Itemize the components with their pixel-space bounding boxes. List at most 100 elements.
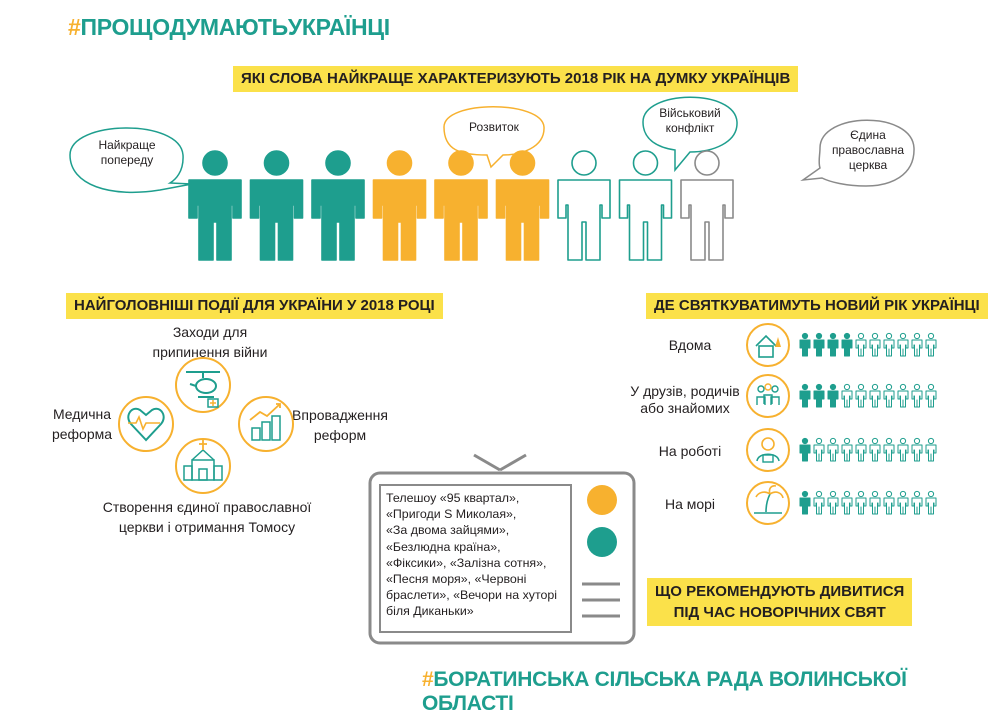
worker-icon: [746, 428, 790, 472]
mini-person-filled: [799, 437, 811, 462]
bubble-conflict: Військовий конфлікт: [650, 106, 730, 136]
event-line: припинення війни: [152, 344, 268, 360]
person-head: [571, 150, 597, 176]
event-medical: Медична реформа: [40, 404, 124, 444]
person-head: [694, 150, 720, 176]
mini-person-outline: [869, 332, 881, 357]
tv-antenna-left: [473, 453, 501, 472]
bubble-development: Розвиток: [452, 120, 536, 135]
tv-shows-list: Телешоу «95 квартал», «Пригоди S Миколая…: [386, 490, 566, 620]
person-head: [325, 150, 351, 176]
person-figure: [495, 150, 550, 261]
hashtag-text: ПРОЩОДУМАЮТЬУКРАЇНЦІ: [80, 14, 391, 40]
mini-person-outline: [827, 437, 839, 462]
mini-person-outline: [855, 332, 867, 357]
bubble-line: церква: [848, 158, 888, 172]
person-body: [434, 179, 488, 261]
mini-person-outline: [911, 490, 923, 515]
church-icon: [175, 438, 231, 494]
bubble-line: Єдина: [850, 128, 886, 142]
person-body: [311, 179, 365, 261]
recommend-title: ЩО РЕКОМЕНДУЮТЬ ДИВИТИСЯ ПІД ЧАС НОВОРІЧ…: [647, 578, 913, 626]
bubble-shape-best-ahead: [69, 127, 193, 194]
place-line: На морі: [664, 496, 716, 512]
person-figure: [618, 150, 673, 261]
event-line: реформ: [313, 427, 367, 443]
person-figure: [557, 150, 611, 261]
mini-person-outline: [841, 437, 853, 462]
mini-person-outline: [855, 437, 867, 462]
house-icon: [746, 323, 790, 367]
mini-person-filled: [827, 332, 839, 357]
person-figure: [434, 150, 488, 261]
mini-person-outline: [813, 437, 825, 462]
event-reforms: Впровадження реформ: [290, 405, 390, 445]
bubble-shape-church: [800, 119, 915, 187]
mini-person-filled: [799, 383, 811, 408]
header-hashtag: #ПРОЩОДУМАЮТЬУКРАЇНЦІ: [68, 14, 390, 41]
hash-symbol: #: [422, 668, 434, 691]
mini-person-outline: [883, 332, 895, 357]
mini-person-outline: [911, 437, 923, 462]
bubble-line: Найкраще: [98, 138, 156, 152]
place-line: У друзів, родичів: [630, 383, 740, 399]
mini-person-filled: [813, 383, 825, 408]
show-line: «Безлюдна країна»,: [386, 539, 501, 554]
tv-antenna-right: [499, 453, 527, 472]
bubble-best-ahead: Найкраще попереду: [82, 138, 172, 168]
show-line: «За двома зайцями»,: [386, 523, 510, 538]
footer-hashtag-text: БОРАТИНСЬКА СІЛЬСЬКА РАДА ВОЛИНСЬКОЇ ОБЛ…: [422, 668, 907, 715]
mini-person-outline: [855, 490, 867, 515]
mini-person-outline: [925, 437, 937, 462]
bubble-line: конфлікт: [665, 121, 715, 135]
person-head: [386, 150, 413, 176]
mini-person-filled: [813, 332, 825, 357]
person-head: [448, 150, 474, 176]
mini-person-outline: [925, 383, 937, 408]
mini-person-outline: [855, 383, 867, 408]
show-line: «Песня моря», «Червоні: [386, 572, 527, 587]
show-line: Телешоу «95 квартал»,: [386, 491, 520, 505]
person-figure: [188, 150, 242, 261]
helicopter-icon: [175, 357, 231, 413]
tv-knob-teal: [587, 527, 617, 557]
place-friends-label: У друзів, родичів або знайомих: [620, 383, 750, 417]
mini-person-outline: [897, 437, 909, 462]
mini-person-outline: [869, 490, 881, 515]
mini-person-outline: [883, 490, 895, 515]
heart-pulse-icon: [118, 396, 174, 452]
person-body: [188, 179, 242, 261]
mini-person-outline: [897, 490, 909, 515]
bubble-line: Військовий: [659, 106, 721, 120]
place-line: На роботі: [658, 443, 722, 459]
person-head: [632, 150, 659, 176]
recommend-line: ЩО РЕКОМЕНДУЮТЬ ДИВИТИСЯ: [655, 583, 905, 600]
footer-hashtag: #БОРАТИНСЬКА СІЛЬСЬКА РАДА ВОЛИНСЬКОЇ ОБ…: [422, 668, 1000, 716]
person-figure: [372, 150, 427, 261]
show-line: «Пригоди S Миколая»,: [386, 507, 517, 522]
tv-knob-orange: [587, 485, 617, 515]
person-body: [618, 179, 673, 261]
person-body: [680, 179, 734, 261]
person-body: [372, 179, 427, 261]
event-line: Заходи для: [172, 324, 248, 340]
mini-person-outline: [869, 383, 881, 408]
event-line: церкви і отримання Томосу: [118, 519, 296, 535]
bubble-line: Розвиток: [469, 120, 519, 134]
bubble-shape-conflict: [642, 96, 738, 173]
show-line: «Фіксики», «Залізна сотня»,: [386, 555, 547, 570]
mini-person-outline: [841, 490, 853, 515]
mini-person-outline: [841, 383, 853, 408]
newyear-section-title: ДЕ СВЯТКУВАТИМУТЬ НОВИЙ РІК УКРАЇНЦІ: [646, 293, 988, 319]
person-figure: [680, 150, 734, 261]
palm-icon: [746, 481, 790, 525]
mini-person-outline: [813, 490, 825, 515]
person-head: [202, 150, 228, 176]
mini-person-filled: [799, 490, 811, 515]
words-section-title: ЯКІ СЛОВА НАЙКРАЩЕ ХАРАКТЕРИЗУЮТЬ 2018 Р…: [233, 66, 799, 92]
event-church: Створення єдиної православної церкви і о…: [82, 497, 332, 537]
